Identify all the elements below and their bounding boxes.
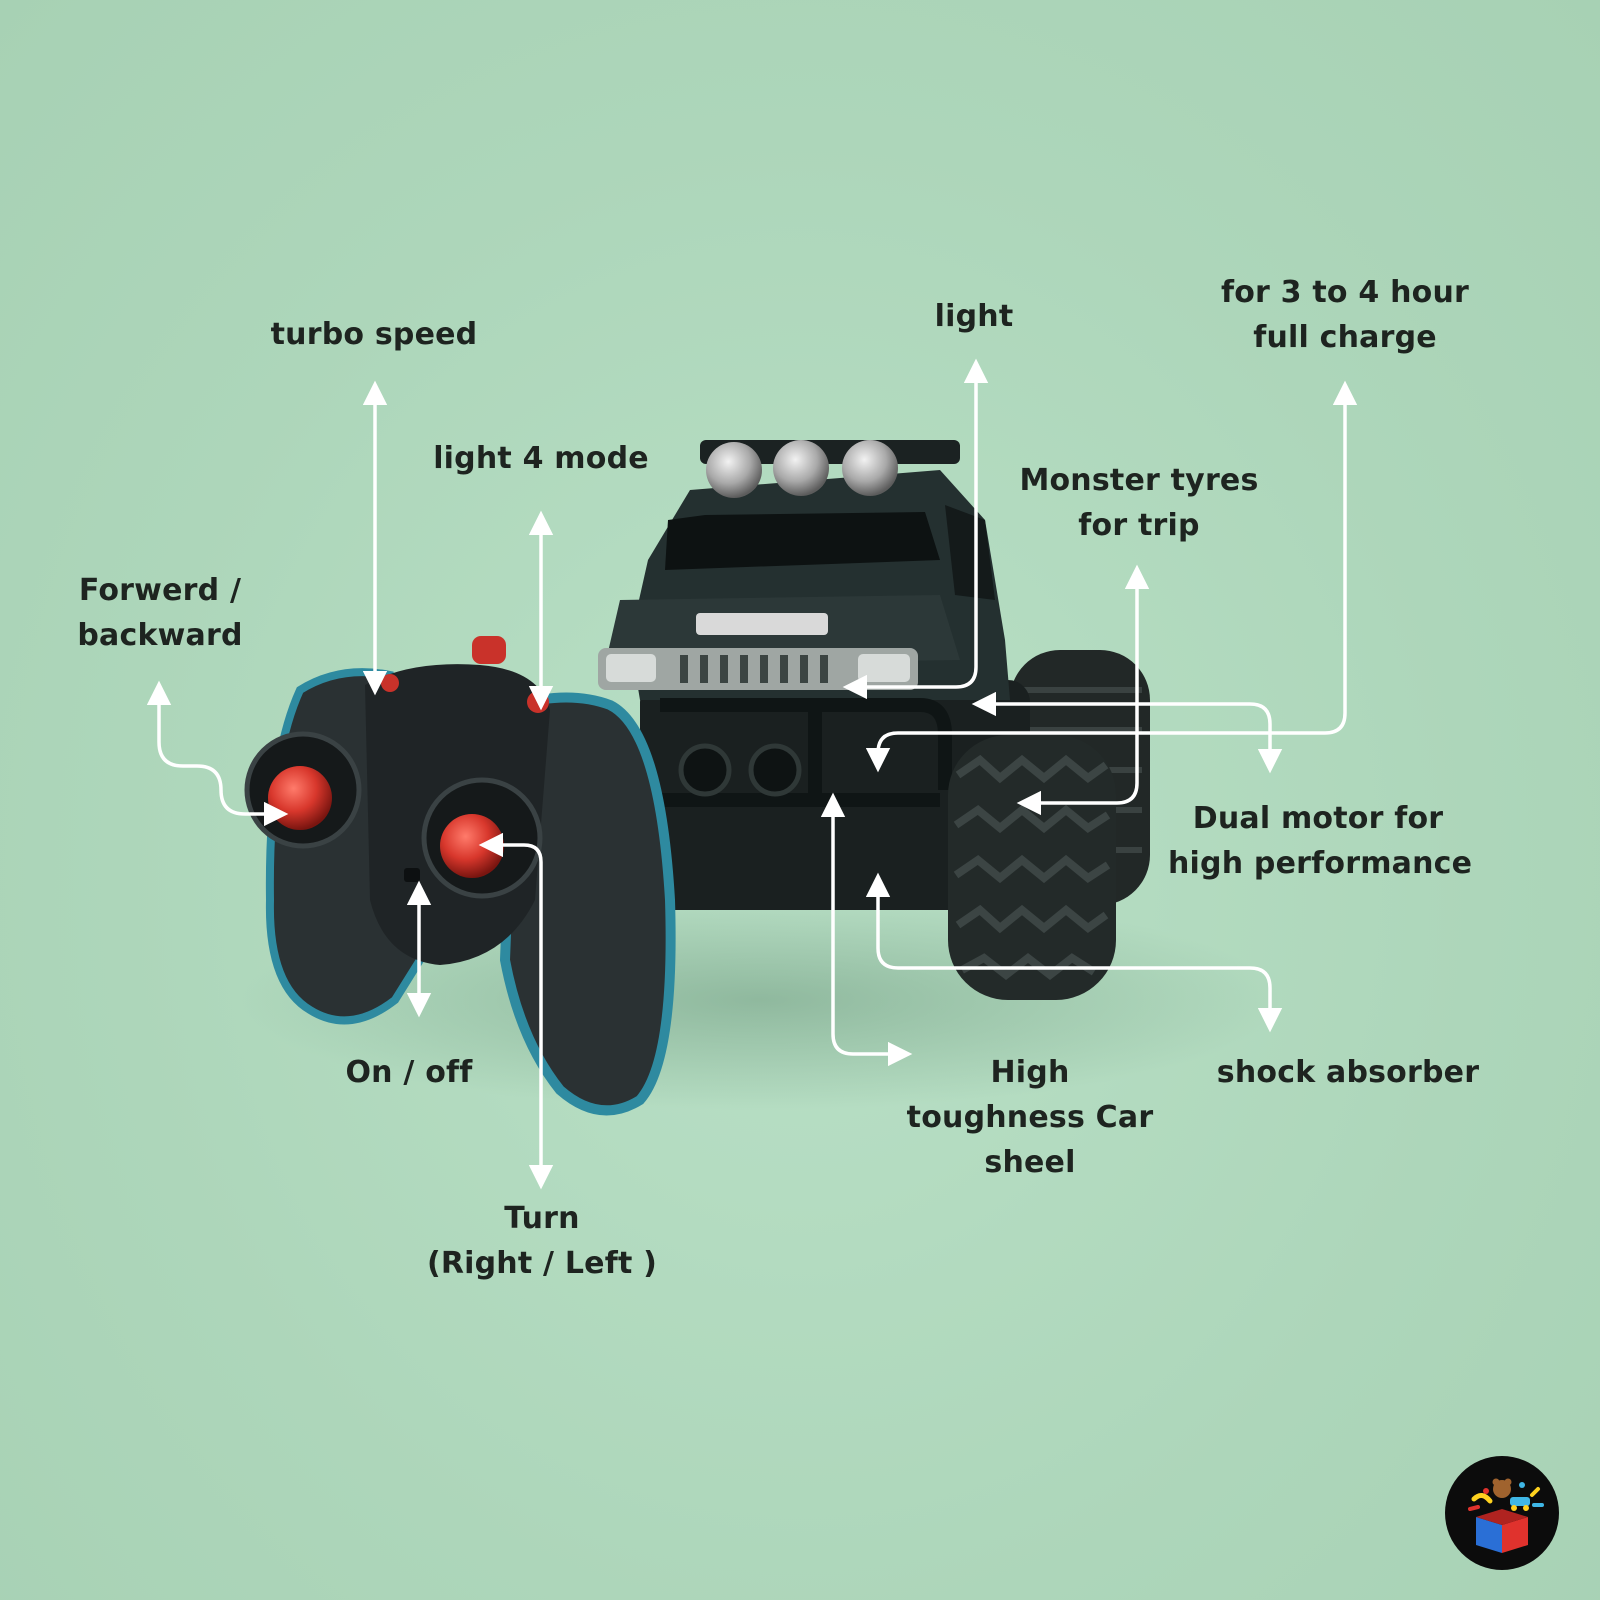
arrow-forward-backward (146, 680, 289, 827)
arrow-shock-absorber (865, 872, 1283, 1033)
label-monster-tyres-line1: Monster tyres (1019, 463, 1259, 498)
arrow-dual-motor (971, 691, 1283, 774)
label-turn-line1: Turn (504, 1201, 580, 1236)
grille (598, 648, 918, 690)
roof-lamp-center (773, 440, 829, 496)
label-on-off: On / off (336, 1050, 482, 1095)
arrow-monster-tyres (1016, 564, 1150, 816)
light-mode-button (527, 691, 549, 713)
label-shock-absorber-text: shock absorber (1216, 1055, 1480, 1090)
label-dual-motor: Dual motor for high performance (1168, 796, 1473, 886)
fog-light-right (748, 743, 802, 797)
label-car-shell-line2: toughness Car (906, 1100, 1154, 1135)
label-on-off-text: On / off (345, 1055, 473, 1090)
roof-lamp-right (842, 440, 898, 496)
hood-badge (696, 613, 828, 635)
callout-arrows (146, 358, 1358, 1190)
label-forward-backward-line1: Forwerd / (78, 573, 242, 608)
label-light-4-mode-text: light 4 mode (433, 441, 649, 476)
label-full-charge-line2: full charge (1253, 320, 1437, 355)
turbo-button (381, 674, 399, 692)
toy-box-logo-icon (1444, 1455, 1560, 1571)
label-car-shell: High toughness Car sheel (898, 1050, 1162, 1185)
label-monster-tyres: Monster tyres for trip (1010, 458, 1268, 548)
arrow-turn (478, 832, 554, 1190)
label-forward-backward-line2: backward (77, 618, 243, 653)
windshield (665, 512, 940, 570)
label-full-charge: for 3 to 4 hour full charge (1206, 270, 1484, 360)
fog-light-left (678, 743, 732, 797)
label-car-shell-line1: High (990, 1055, 1070, 1090)
label-full-charge-line1: for 3 to 4 hour (1220, 275, 1470, 310)
label-turn: Turn (Right / Left ) (420, 1196, 664, 1286)
label-shock-absorber: shock absorber (1206, 1050, 1490, 1095)
roof-lamp-left (706, 442, 762, 498)
front-tyre (948, 735, 1116, 1000)
label-turn-line2: (Right / Left ) (426, 1246, 658, 1281)
label-light-4-mode: light 4 mode (420, 436, 662, 481)
arrow-car-shell (820, 792, 913, 1067)
forward-backward-stick (268, 766, 332, 830)
label-light-text: light (934, 299, 1014, 334)
label-light: light (924, 294, 1024, 339)
label-dual-motor-line1: Dual motor for (1192, 801, 1444, 836)
label-monster-tyres-line2: for trip (1078, 508, 1200, 543)
label-turbo-speed-text: turbo speed (270, 317, 478, 352)
remote-top-button (472, 636, 506, 664)
label-turbo-speed: turbo speed (258, 312, 490, 357)
power-switch (404, 868, 420, 882)
label-forward-backward: Forwerd / backward (62, 568, 258, 658)
label-car-shell-line3: sheel (984, 1145, 1076, 1180)
label-dual-motor-line2: high performance (1168, 846, 1473, 881)
